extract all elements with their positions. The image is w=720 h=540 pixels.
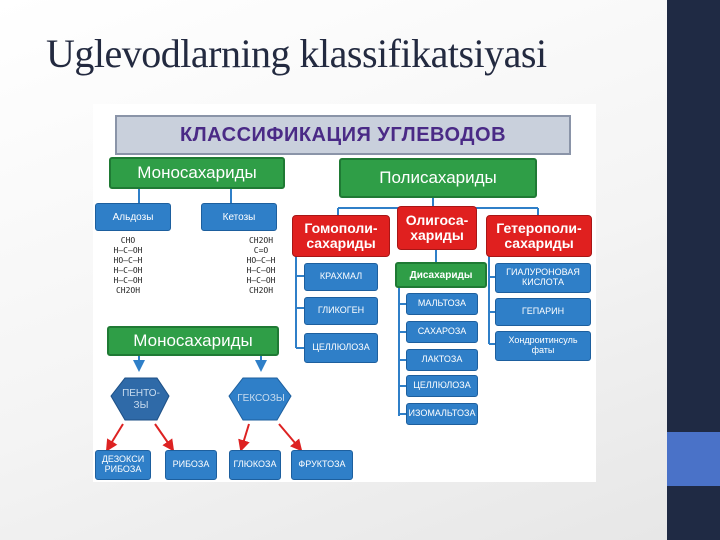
homo-item-starch: КРАХМАЛ bbox=[304, 263, 378, 291]
homo-item-cellulose: ЦЕЛЛЮЛОЗА bbox=[304, 333, 378, 363]
bottom-item-fructose: ФРУКТОЗА bbox=[291, 450, 353, 480]
di-item-cellulose: ЦЕЛЛЮЛОЗА bbox=[406, 375, 478, 397]
pentoses-label: ПЕНТО- ЗЫ bbox=[122, 388, 160, 411]
heteropolysaccharides-box: Гетерополи- сахариды bbox=[486, 215, 592, 257]
ketoses-box: Кетозы bbox=[201, 203, 277, 231]
ketose-formula: CH2OH C=O HO–C–H H–C–OH H–C–OH CH2OH bbox=[246, 236, 276, 295]
connector-lines bbox=[105, 187, 539, 452]
bottom-item-deoxyribose: ДЕЗОКСИ РИБОЗА bbox=[95, 450, 151, 480]
classification-diagram: КЛАССИФИКАЦИЯ УГЛЕВОДОВ Моносахариды Пол… bbox=[93, 104, 596, 482]
hexoses-label: ГЕКСОЗЫ bbox=[237, 393, 285, 404]
diagram-title: КЛАССИФИКАЦИЯ УГЛЕВОДОВ bbox=[115, 115, 571, 155]
hetero-item-hyaluronic-acid: ГИАЛУРОНОВАЯ КИСЛОТА bbox=[495, 263, 591, 293]
hetero-item-chondroitin-sulfates: Хондроитинсуль фаты bbox=[495, 331, 591, 361]
homo-item-glycogen: ГЛИКОГЕН bbox=[304, 297, 378, 325]
sidebar-accent bbox=[667, 432, 720, 486]
polysaccharides-box: Полисахариды bbox=[339, 158, 537, 198]
oligosaccharides-box: Олигоса- хариды bbox=[397, 206, 477, 250]
disaccharides-box: Дисахариды bbox=[395, 262, 487, 288]
bottom-item-glucose: ГЛЮКОЗА bbox=[229, 450, 281, 480]
slide-title: Uglevodlarning klassifikatsiyasi bbox=[46, 31, 547, 76]
hetero-item-heparin: ГЕПАРИН bbox=[495, 298, 591, 326]
aldoses-box: Альдозы bbox=[95, 203, 171, 231]
monosaccharides-box: Моносахариды bbox=[109, 157, 285, 189]
monosaccharides-box-2: Моносахариды bbox=[107, 326, 279, 356]
di-item-isomaltose: ИЗОМАЛЬТОЗА bbox=[406, 403, 478, 425]
pentose-hexagon bbox=[110, 377, 170, 421]
hexose-hexagon bbox=[228, 377, 292, 421]
aldose-formula: CHO H–C–OH HO–C–H H–C–OH H–C–OH CH2OH bbox=[113, 236, 143, 295]
homopolysaccharides-box: Гомополи- сахариды bbox=[292, 215, 390, 257]
bottom-item-ribose: РИБОЗА bbox=[165, 450, 217, 480]
di-item-lactose: ЛАКТОЗА bbox=[406, 349, 478, 371]
di-item-maltose: МАЛЬТОЗА bbox=[406, 293, 478, 315]
di-item-sucrose: САХАРОЗА bbox=[406, 321, 478, 343]
